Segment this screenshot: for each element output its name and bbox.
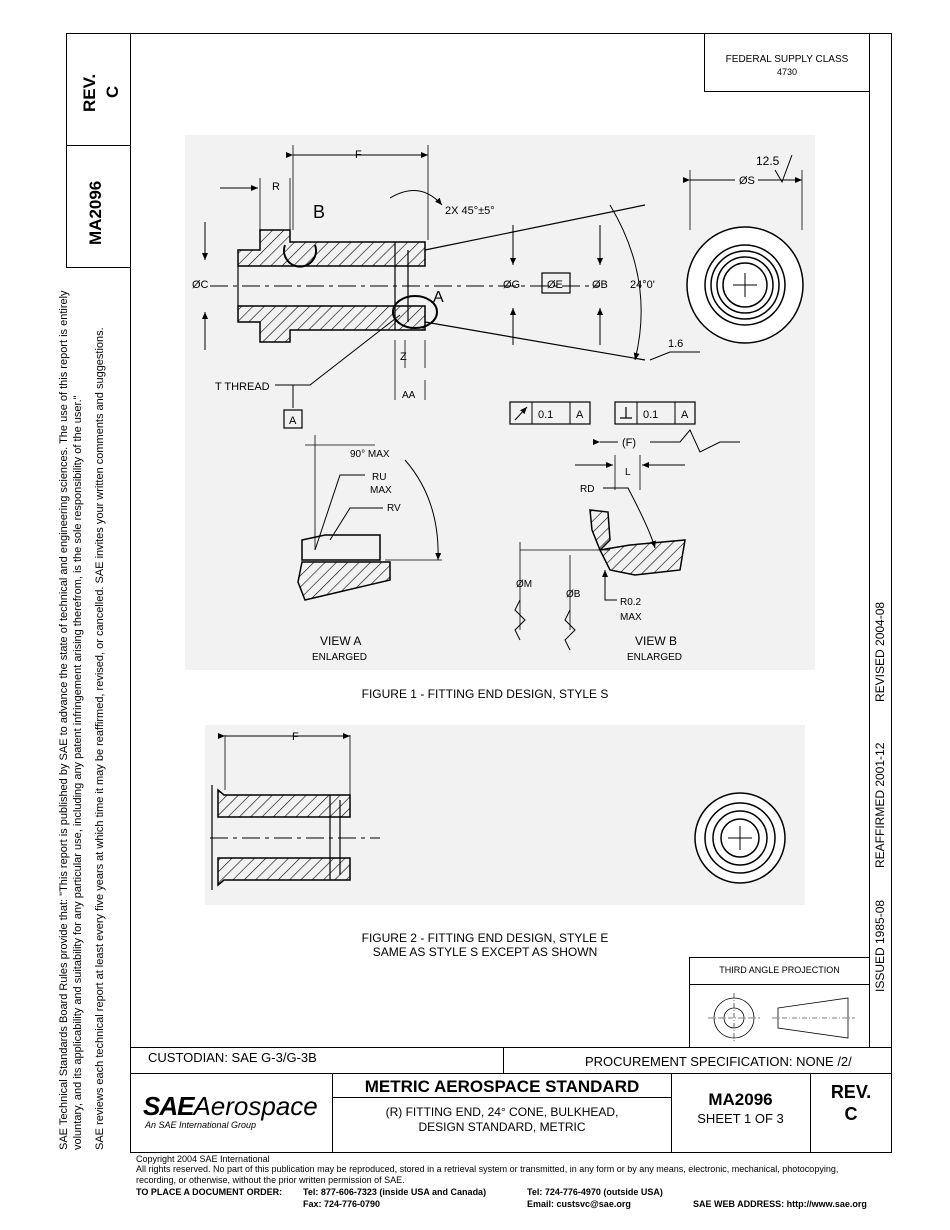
federal-supply-number: 4730 [776, 67, 798, 77]
tel-usa: Tel: 877-606-7323 (inside USA and Canada… [303, 1187, 487, 1197]
rev-label: REV. [830, 1082, 872, 1102]
figure-2-caption-line-2: SAME AS STYLE S EXCEPT AS SHOWN [372, 945, 598, 959]
title-block-top [130, 1073, 892, 1074]
figure-1-drawing: F R B 2X 45°±5° ØC ØG ØE ØB 24°0' A 1.6 … [185, 135, 815, 670]
svg-text:A: A [681, 409, 689, 421]
issued-date: ISSUED 1985-08 [873, 899, 887, 992]
svg-text:0.1: 0.1 [538, 409, 553, 421]
figure-1-caption: FIGURE 1 - FITTING END DESIGN, STYLE S [361, 687, 609, 701]
frame-top-edge [66, 33, 892, 34]
svg-text:VIEW B: VIEW B [635, 634, 677, 648]
svg-text:ØB: ØB [566, 589, 581, 600]
title-block-div-1 [332, 1073, 333, 1153]
revised-date: REVISED 2004-08 [873, 601, 887, 702]
svg-text:12.5: 12.5 [756, 154, 780, 168]
disclaimer-line-2: voluntary, and its applicability and sui… [72, 395, 84, 1150]
email-link[interactable]: Email: custsvc@sae.org [527, 1199, 631, 1209]
svg-text:F: F [355, 149, 362, 161]
svg-text:RV: RV [387, 503, 401, 514]
svg-text:B: B [313, 202, 325, 222]
fitting-end-view [686, 226, 804, 344]
standard-title: METRIC AEROSPACE STANDARD [364, 1077, 640, 1096]
sae-aerospace-logo: SAEAerospace [143, 1091, 318, 1122]
sae-logo-subtitle: An SAE International Group [145, 1120, 257, 1130]
info-bar-top [130, 1047, 892, 1048]
svg-text:A: A [433, 289, 444, 306]
sae-logo-mark: SAE [143, 1091, 194, 1121]
svg-text:R0.2: R0.2 [620, 597, 642, 608]
projection-divider [689, 984, 870, 985]
federal-supply-box [704, 33, 870, 92]
doc-number: MA2096 [708, 1090, 773, 1109]
svg-text:R: R [272, 181, 280, 193]
standard-subtitle-line-1: (R) FITTING END, 24° CONE, BULKHEAD, [385, 1105, 619, 1119]
projection-title: THIRD ANGLE PROJECTION [719, 965, 840, 975]
svg-text:(F): (F) [622, 437, 636, 449]
title-block-bottom [130, 1152, 892, 1153]
svg-text:ØC: ØC [192, 279, 209, 291]
fitting-side-view [210, 204, 646, 361]
standard-subtitle-line-2: DESIGN STANDARD, METRIC [418, 1120, 586, 1134]
svg-text:VIEW A: VIEW A [320, 634, 361, 648]
svg-text:ØB: ØB [592, 279, 608, 291]
title-underline [332, 1097, 672, 1098]
right-strip-divider [869, 33, 870, 1047]
svg-text:L: L [625, 467, 631, 478]
sheet-number: SHEET 1 OF 3 [697, 1111, 784, 1126]
svg-text:1.6: 1.6 [668, 338, 683, 350]
reaffirmed-date: REAFFIRMED 2001-12 [873, 742, 887, 868]
title-block-div-2 [671, 1073, 672, 1153]
svg-text:A: A [289, 415, 297, 427]
copyright: Copyright 2004 SAE International [136, 1154, 270, 1164]
svg-text:ØG: ØG [503, 279, 520, 291]
rev-label-left: REV. [80, 73, 99, 112]
svg-text:MAX: MAX [370, 485, 392, 496]
rights-line-1: All rights reserved. No part of this pub… [136, 1164, 839, 1174]
fitting-style-e-side-view [210, 785, 380, 890]
rev-value-left: C [103, 85, 122, 98]
svg-text:ENLARGED: ENLARGED [627, 652, 682, 663]
disclaimer-line-1: SAE Technical Standards Board Rules prov… [58, 290, 70, 1150]
svg-text:T THREAD: T THREAD [215, 381, 270, 393]
order-label: TO PLACE A DOCUMENT ORDER: [136, 1187, 283, 1197]
tel-outside: Tel: 724-776-4970 (outside USA) [527, 1187, 663, 1197]
svg-text:0.1: 0.1 [643, 409, 658, 421]
svg-text:2X 45°±5°: 2X 45°±5° [445, 205, 495, 217]
svg-text:24°0': 24°0' [630, 279, 655, 291]
figure-2-caption-line-1: FIGURE 2 - FITTING END DESIGN, STYLE E [361, 931, 609, 945]
frame-left-edge [130, 33, 131, 1153]
fitting-style-e-end-view [694, 792, 786, 884]
rights-line-2: recording, or otherwise, without the pri… [136, 1175, 405, 1185]
svg-text:ØE: ØE [547, 279, 563, 291]
fax: Fax: 724-776-0790 [303, 1199, 381, 1209]
svg-text:RD: RD [580, 484, 594, 495]
custodian: CUSTODIAN: SAE G-3/G-3B [148, 1050, 317, 1065]
projection-symbol [708, 993, 855, 1043]
aerospace-wordmark: Aerospace [193, 1091, 318, 1121]
frame-right-edge [891, 33, 892, 1153]
svg-text:Z: Z [400, 351, 407, 363]
svg-text:ENLARGED: ENLARGED [312, 652, 367, 663]
svg-text:A: A [576, 409, 584, 421]
svg-text:AA: AA [402, 390, 416, 401]
title-block-div-3 [810, 1073, 811, 1153]
svg-text:RU: RU [372, 472, 386, 483]
view-b-enlarged: L RD ØM ØB R0.2 MAX VIEW B ENLARGED [514, 455, 686, 663]
disclaimer-line-3: SAE reviews each technical report at lea… [94, 327, 106, 1150]
svg-text:90° MAX: 90° MAX [350, 449, 390, 460]
figure-2-drawing: F [205, 725, 805, 905]
procurement-spec: PROCUREMENT SPECIFICATION: NONE /2/ [585, 1054, 852, 1069]
info-bar-divider [503, 1047, 504, 1074]
svg-text:F: F [292, 731, 299, 743]
svg-text:MAX: MAX [620, 612, 642, 623]
svg-text:ØS: ØS [739, 175, 755, 187]
rev-value: C [844, 1104, 858, 1124]
federal-supply-class: FEDERAL SUPPLY CLASS [725, 54, 849, 65]
svg-text:ØM: ØM [516, 579, 532, 590]
doc-number-left: MA2096 [86, 180, 105, 245]
view-a-enlarged: 90° MAX RU MAX RV VIEW A ENLARGED [297, 435, 442, 663]
web-address-link[interactable]: SAE WEB ADDRESS: http://www.sae.org [693, 1199, 867, 1209]
